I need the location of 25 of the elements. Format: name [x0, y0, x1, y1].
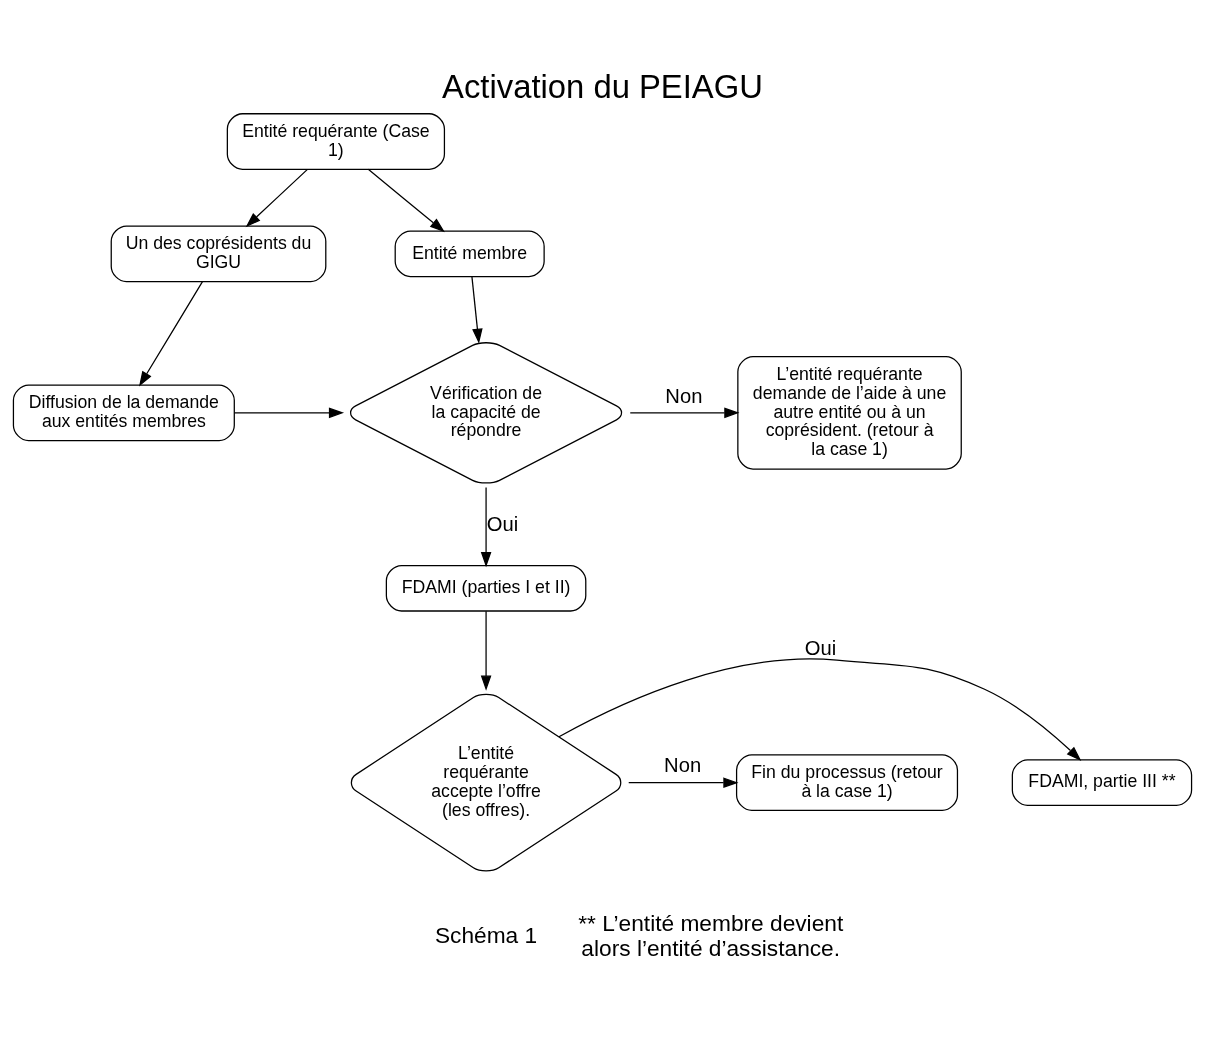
- edge-label: Non: [664, 753, 702, 776]
- label: Schéma 1: [434, 921, 538, 948]
- node-box: Entité membre: [394, 230, 545, 277]
- edge-label: Oui: [486, 512, 519, 535]
- node-box: Fin du processus (retour à la case 1): [735, 753, 959, 811]
- node-box: FDAMI (parties I et II): [385, 564, 587, 612]
- arrow: [367, 168, 445, 232]
- arrow: [471, 275, 483, 344]
- arrow: [480, 610, 492, 691]
- node-box: L’entité requérante demande de l’aide à une autre entité ou à un coprésident. (retour à la case 1): [737, 355, 962, 470]
- edge-label: Oui: [804, 636, 837, 659]
- label: ** L’entité membre devient alors l’entité d’assistance.: [578, 909, 844, 961]
- arrow: [233, 407, 345, 418]
- arrow: [558, 657, 1082, 761]
- arrow: [629, 407, 740, 418]
- node-box: Entité requérante (Case 1): [226, 112, 446, 170]
- arrow: [628, 776, 739, 788]
- arrow: [245, 168, 309, 227]
- node-box: FDAMI, partie III **: [1011, 758, 1193, 806]
- arrow: [480, 486, 492, 567]
- arrow: [139, 280, 204, 387]
- node-box: Diffusion de la demande aux entités membres: [12, 383, 235, 441]
- node-box: Un des coprésidents du GIGU: [110, 224, 327, 282]
- edge-label: Non: [665, 384, 703, 407]
- diagram-title: Activation du PEIAGU: [442, 67, 763, 105]
